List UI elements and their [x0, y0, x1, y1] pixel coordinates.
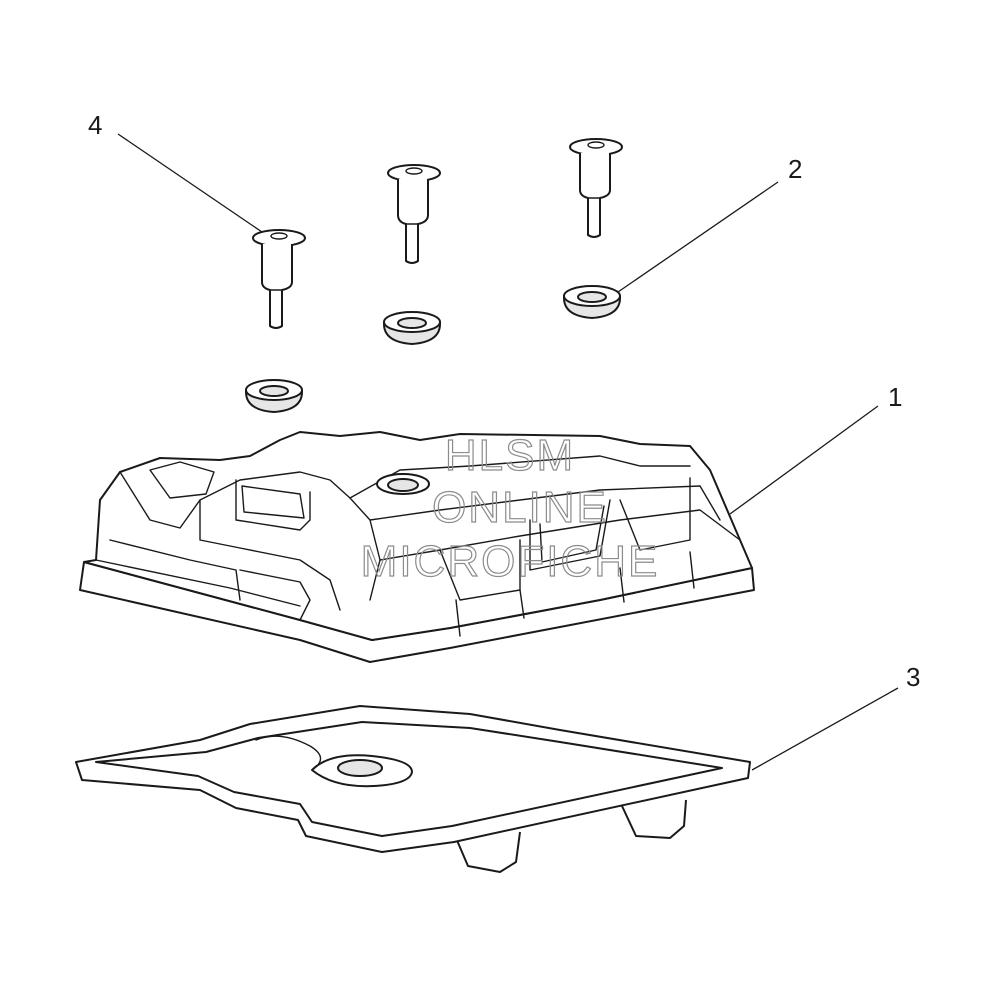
callout-4: 4: [88, 110, 102, 140]
bolt-left[interactable]: [252, 229, 306, 329]
watermark-line-1: HLSM: [445, 431, 575, 480]
bolt-right[interactable]: [569, 138, 623, 238]
leader-line-4: [117, 133, 263, 233]
leader-line-1: [729, 405, 879, 515]
cylinder-head-cover[interactable]: [79, 431, 755, 663]
watermark: HLSM ONLINE MICROFICHE: [360, 430, 660, 586]
cover-gasket[interactable]: [75, 705, 751, 873]
callout-1: 1: [888, 382, 902, 412]
grommet-middle[interactable]: [383, 311, 441, 345]
watermark-line-3: MICROFICHE: [361, 537, 660, 586]
leader-line-2: [617, 181, 779, 293]
grommet-left[interactable]: [245, 379, 303, 413]
grommet-right[interactable]: [563, 285, 621, 319]
callout-2: 2: [788, 154, 802, 184]
bolt-middle[interactable]: [387, 164, 441, 264]
callout-3: 3: [906, 662, 920, 692]
watermark-line-2: ONLINE: [432, 483, 608, 532]
leader-line-3: [751, 687, 899, 771]
